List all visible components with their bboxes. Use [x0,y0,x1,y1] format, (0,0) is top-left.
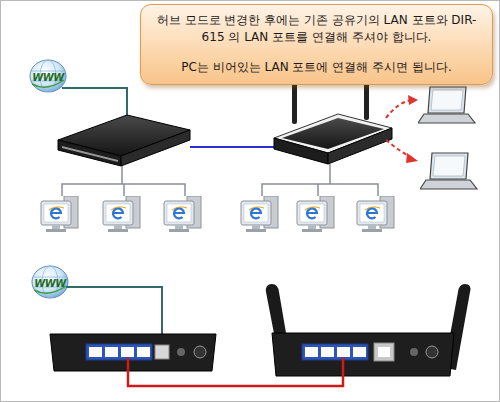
wireless-signal [386,100,412,158]
shared-router-back-panel [50,334,216,371]
laptop-icon [418,87,475,123]
shared-router-back-panel [177,348,185,356]
dir615-back-panel [426,346,438,358]
shared-router-back-panel [105,347,118,357]
dir615-back-panel [337,347,350,357]
dir615-back-panel [272,333,454,376]
pc-lan-lines [262,164,378,196]
shared-router-back-panel [121,347,134,357]
lan-to-lan-cable [128,357,343,386]
dir615-back-panel [378,347,390,357]
dir615-back-panel [410,348,418,356]
callout-text: PC는 비어있는 LAN 포트에 연결해 주시면 됩니다. [151,59,482,76]
dir615-back-panel [302,344,368,360]
dir615-back-panel [374,343,394,361]
internet-globe [30,60,66,92]
dir615-back-panel [266,284,471,376]
pc-lan-lines [62,164,378,196]
wan-cable [62,88,127,118]
pc-icon [241,196,278,232]
dir615-back-panel [305,347,318,357]
pc-icon [103,196,140,232]
pc-icon [41,196,78,232]
wireless-arrowhead [406,95,418,163]
shared-router [121,130,190,166]
dir615-router [274,138,328,164]
shared-router [62,146,118,162]
shared-router-back-panel [50,334,216,371]
callout-box: 허브 모드로 변경한 후에는 기존 공유기의 LAN 포트와 DIR-615 의… [140,4,493,85]
shared-router-back-panel [89,347,102,357]
shared-router [58,140,121,166]
shared-router-back-panel [155,345,169,359]
globe-label: WWW [34,278,66,289]
dir615-back-panel [321,347,334,357]
wireless-arrowhead [406,153,418,163]
shared-router-back-panel [137,347,150,357]
pc-lan-lines [62,166,185,196]
pc-icon [164,196,201,232]
laptop-icon [420,153,477,189]
pc-icon [357,196,394,232]
lan-to-lan-cable [190,146,274,148]
globe-label: WWW [32,72,64,83]
wireless-signal [386,100,412,118]
shared-router [58,115,190,166]
pc-icon [297,196,334,232]
shared-router-back-panel [194,346,206,358]
dir615-router [328,128,392,164]
wireless-arrowhead [408,95,418,105]
callout-text: 허브 모드로 변경한 후에는 기존 공유기의 LAN 포트와 DIR-615 의… [151,12,482,46]
shared-router-back-panel [86,344,152,360]
internet-globe [32,266,68,298]
dir615-back-panel [353,347,366,357]
